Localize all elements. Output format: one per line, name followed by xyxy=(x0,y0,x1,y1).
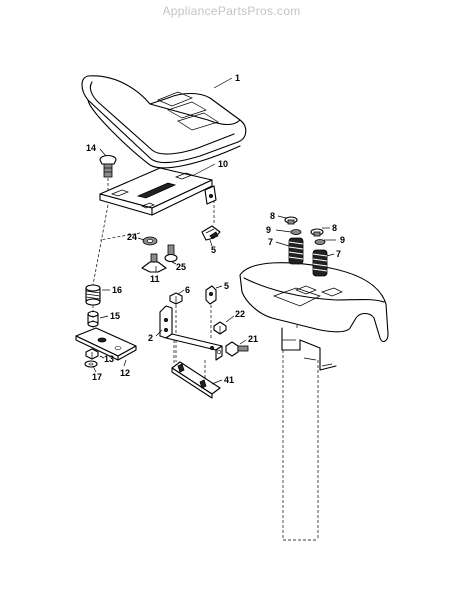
callout-8-right: 8 xyxy=(332,223,337,233)
callout-7-right: 7 xyxy=(336,249,341,259)
spring-7-left xyxy=(288,237,304,265)
callout-41: 41 xyxy=(224,375,234,385)
callout-11: 11 xyxy=(150,274,160,284)
hinge-2 xyxy=(159,305,223,361)
nut-6 xyxy=(169,292,183,305)
callout-24: 24 xyxy=(127,232,137,242)
washer-17 xyxy=(84,360,98,368)
callout-7-left: 7 xyxy=(268,237,273,247)
clip-5-lower xyxy=(205,285,217,305)
nut-13 xyxy=(85,348,99,360)
callout-25: 25 xyxy=(176,262,186,272)
seat-pan xyxy=(99,167,217,216)
bolt-14 xyxy=(99,154,117,178)
bolt-25 xyxy=(164,244,178,263)
callout-9-left: 9 xyxy=(266,225,271,235)
bracket-12 xyxy=(75,327,137,361)
bushing-15 xyxy=(87,310,99,328)
washer-24 xyxy=(142,236,158,246)
cap-8-right xyxy=(310,228,324,237)
watermark: AppliancePartsPros.com xyxy=(162,4,301,18)
callout-13: 13 xyxy=(104,354,114,364)
callout-12: 12 xyxy=(120,368,130,378)
washer-9-right xyxy=(314,239,326,245)
callout-2: 2 xyxy=(148,333,153,343)
callout-14: 14 xyxy=(86,143,96,153)
spring-16 xyxy=(85,284,101,306)
callout-labels: 1 10 14 24 25 11 5 16 15 12 13 17 6 5 2 … xyxy=(86,73,345,385)
callout-21: 21 xyxy=(248,334,258,344)
callout-9-right: 9 xyxy=(340,235,345,245)
callout-22: 22 xyxy=(235,309,245,319)
callout-5-upper: 5 xyxy=(211,245,216,255)
washer-9-left xyxy=(290,229,302,235)
nut-22 xyxy=(213,321,227,335)
seat xyxy=(81,75,247,169)
callout-8-left: 8 xyxy=(270,211,275,221)
callout-15: 15 xyxy=(110,311,120,321)
callout-17: 17 xyxy=(92,372,102,382)
bolt-21 xyxy=(225,341,249,357)
leader-lines xyxy=(92,77,336,385)
callout-16: 16 xyxy=(112,285,122,295)
callout-1: 1 xyxy=(235,73,240,83)
callout-5-lower: 5 xyxy=(224,281,229,291)
spring-7-right xyxy=(312,249,328,277)
clip-5-upper xyxy=(201,225,221,241)
plate-41 xyxy=(171,361,221,399)
callout-10: 10 xyxy=(218,159,228,169)
fender xyxy=(239,262,389,371)
callout-6: 6 xyxy=(185,285,190,295)
knob-11 xyxy=(141,253,167,273)
cap-8-left xyxy=(284,216,298,225)
